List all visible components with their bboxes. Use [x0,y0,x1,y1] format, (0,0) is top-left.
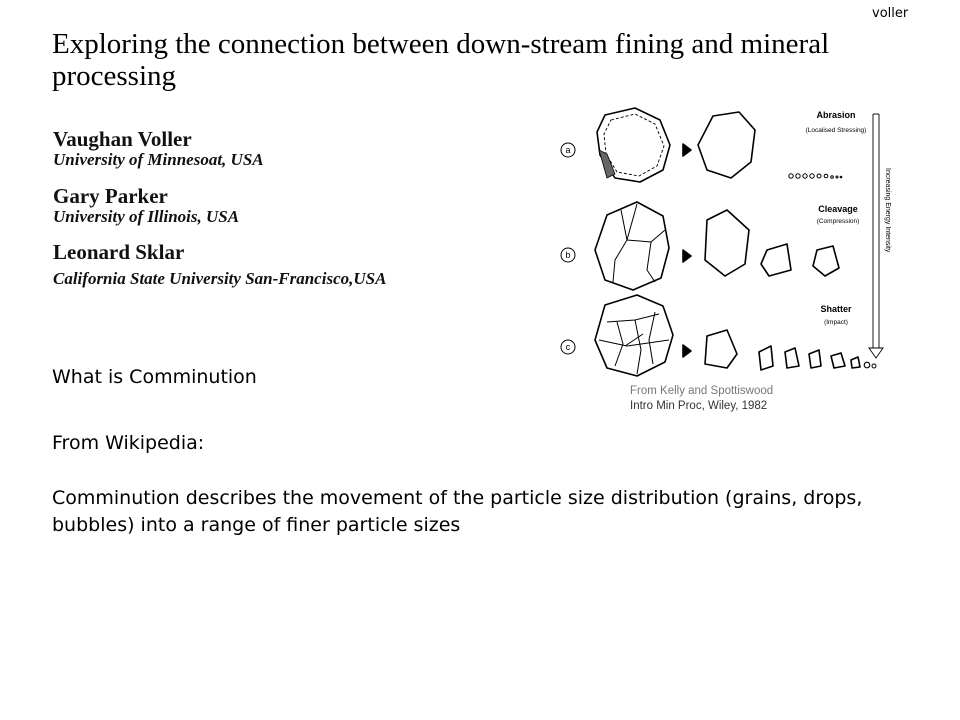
author-name: Leonard Sklar [53,240,185,264]
row-label-circle [560,247,576,263]
fines [788,173,843,179]
section-question: What is Comminution [52,366,257,388]
author-name: Vaughan Voller [53,127,192,151]
mechanism-detail: (Impact) [824,319,848,326]
definition-text: Comminution describes the movement of th… [52,487,863,536]
caption-line: Intro Min Proc, Wiley, 1982 [630,400,768,412]
product-particle [758,345,774,371]
mechanism-name: Shatter [820,304,852,314]
arrow-marker [682,249,692,263]
comminution-figure: a b c Abrasion (Localised Stressing) Cle… [560,107,891,377]
parent-particle [594,294,674,377]
parent-particle [594,201,670,291]
product-particle [704,329,738,369]
arrow-label: Increasing Energy Intensity [884,168,891,253]
source-label: From Wikipedia: [52,432,205,454]
row-a-graphic [560,107,843,183]
energy-arrow [868,113,884,359]
row-label: b [565,250,570,260]
product-particle [808,349,822,369]
row-label: a [565,145,570,155]
mechanism-name: Abrasion [816,110,855,120]
row-label-circle [560,142,576,158]
product-particle [704,209,750,277]
arrow-marker [682,143,692,157]
author-affiliation: University of Illinois, USA [53,207,240,226]
page-title: Exploring the connection between down-st… [52,28,830,92]
product-particle [830,352,846,369]
figure-caption: From Kelly and Spottiswood Intro Min Pro… [630,384,773,414]
author-affiliation: California State University San-Francisc… [53,269,387,288]
row-label-circle [560,339,576,355]
parent-particle [596,107,671,183]
mechanism-detail: (Localised Stressing) [806,127,867,134]
row-c-graphic [560,294,877,377]
product-particle [760,243,792,277]
product-particle [812,245,840,277]
author-name: Gary Parker [53,184,168,208]
row-label: c [566,342,571,352]
arrow-marker [682,344,692,358]
product-particle [850,356,861,369]
mechanism-name: Cleavage [818,204,858,214]
row-b-graphic [560,201,840,291]
caption-line: From Kelly and Spottiswood [630,385,774,397]
product-particle [784,347,800,369]
corner-tag: voller [872,6,909,21]
mechanism-detail: (Compression) [817,218,860,225]
product-particle [697,111,756,179]
author-affiliation: University of Minnesoat, USA [53,150,264,169]
